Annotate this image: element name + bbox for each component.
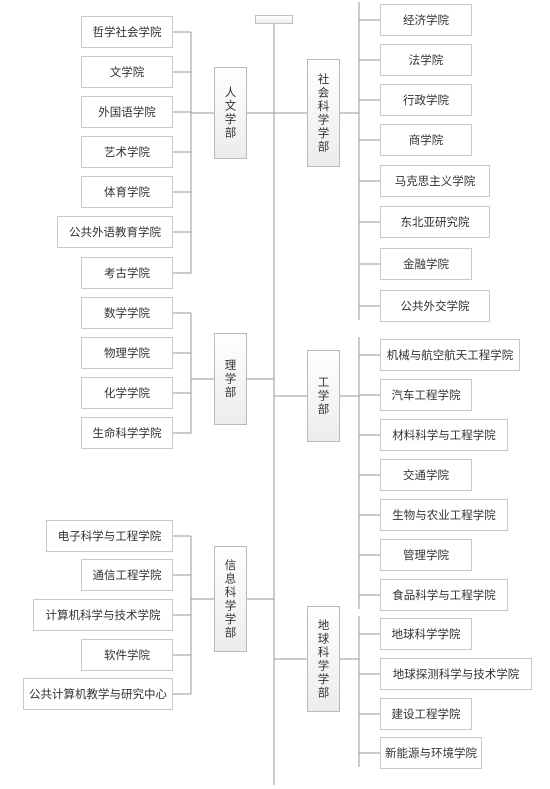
college-box: 艺术学院 — [81, 136, 173, 168]
faculty-box: 地球科学学部 — [307, 606, 340, 712]
college-box: 汽车工程学院 — [380, 379, 472, 411]
college-box: 机械与航空航天工程学院 — [380, 339, 520, 371]
faculty-box: 人文学部 — [214, 67, 247, 159]
college-box: 交通学院 — [380, 459, 472, 491]
college-box: 化学学院 — [81, 377, 173, 409]
college-box: 通信工程学院 — [81, 559, 173, 591]
college-box: 生命科学学院 — [81, 417, 173, 449]
college-box: 物理学院 — [81, 337, 173, 369]
faculty-box: 工学部 — [307, 350, 340, 442]
college-box: 生物与农业工程学院 — [380, 499, 508, 531]
college-box: 食品科学与工程学院 — [380, 579, 508, 611]
college-box: 地球科学学院 — [380, 618, 472, 650]
faculty-box: 理学部 — [214, 333, 247, 425]
college-box: 建设工程学院 — [380, 698, 472, 730]
college-box: 行政学院 — [380, 84, 472, 116]
faculty-box: 社会科学学部 — [307, 59, 340, 167]
college-box: 体育学院 — [81, 176, 173, 208]
college-box: 新能源与环境学院 — [380, 737, 482, 769]
college-box: 金融学院 — [380, 248, 472, 280]
college-box: 电子科学与工程学院 — [46, 520, 173, 552]
college-box: 公共计算机教学与研究中心 — [23, 678, 173, 710]
college-box: 外国语学院 — [81, 96, 173, 128]
college-box: 商学院 — [380, 124, 472, 156]
college-box: 数学学院 — [81, 297, 173, 329]
college-box: 哲学社会学院 — [81, 16, 173, 48]
college-box: 软件学院 — [81, 639, 173, 671]
college-box: 文学院 — [81, 56, 173, 88]
college-box: 地球探测科学与技术学院 — [380, 658, 532, 690]
college-box: 考古学院 — [81, 257, 173, 289]
college-box: 计算机科学与技术学院 — [33, 599, 173, 631]
college-box: 材料科学与工程学院 — [380, 419, 508, 451]
college-box: 公共外交学院 — [380, 290, 490, 322]
faculty-box: 信息科学学部 — [214, 546, 247, 652]
college-box: 公共外语教育学院 — [57, 216, 173, 248]
college-box: 管理学院 — [380, 539, 472, 571]
college-box: 经济学院 — [380, 4, 472, 36]
college-box: 东北亚研究院 — [380, 206, 490, 238]
college-box: 法学院 — [380, 44, 472, 76]
college-box: 马克思主义学院 — [380, 165, 490, 197]
root-node — [255, 15, 293, 24]
